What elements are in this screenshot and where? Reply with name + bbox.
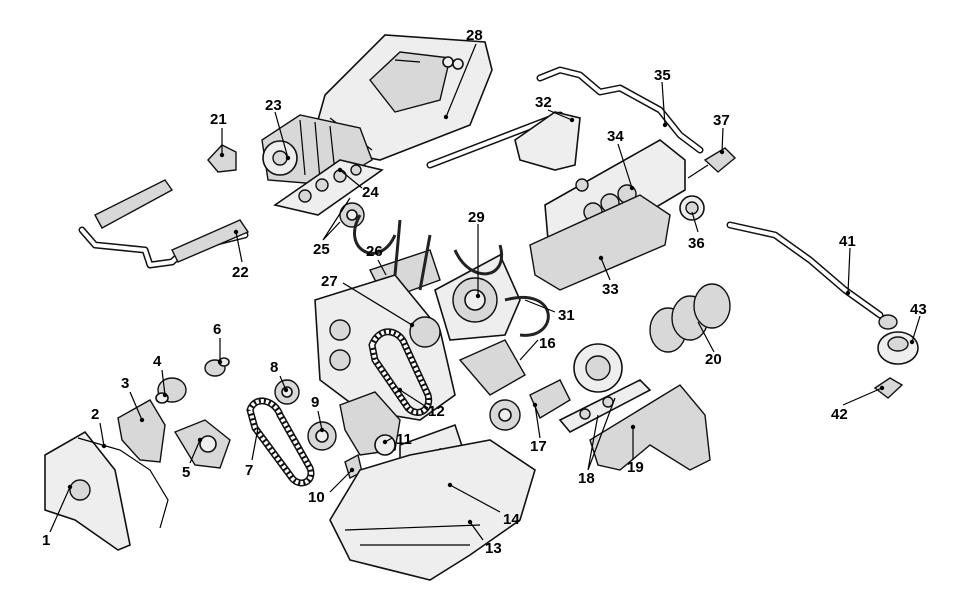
callout-14: 14 (503, 511, 520, 528)
callout-24: 24 (362, 184, 379, 201)
callout-6: 6 (213, 321, 221, 338)
egr-valve (877, 314, 919, 365)
callout-10: 10 (308, 489, 325, 506)
callout-27: 27 (321, 273, 338, 290)
callout-labels: 1 2 3 4 5 6 7 8 9 10 11 12 13 14 16 17 1… (42, 27, 927, 557)
callout-8: 8 (270, 359, 278, 376)
callout-1: 1 (42, 532, 50, 549)
callout-37: 37 (713, 112, 730, 129)
callout-18: 18 (578, 470, 595, 487)
callout-5: 5 (182, 464, 190, 481)
breather-pipe (726, 221, 884, 319)
intake-gasket (273, 159, 384, 216)
alternator-bracket (458, 339, 526, 396)
callout-28: 28 (466, 27, 483, 44)
timing-chain (368, 328, 433, 416)
oil-pump (339, 391, 401, 456)
callout-17: 17 (530, 438, 547, 455)
watermark-logo (353, 214, 550, 337)
callout-12: 12 (428, 403, 445, 420)
callout-42: 42 (831, 406, 848, 423)
sensor-plug (687, 147, 737, 179)
callout-19: 19 (627, 459, 644, 476)
callout-22: 22 (232, 264, 249, 281)
sensor-6 (204, 357, 230, 377)
callout-2: 2 (91, 406, 99, 423)
timing-belt (246, 397, 315, 487)
cylinder-head-cover (529, 194, 671, 291)
callout-36: 36 (688, 235, 705, 252)
exhaust-manifold (573, 343, 711, 471)
callout-26: 26 (366, 243, 383, 260)
callout-25: 25 (313, 241, 330, 258)
crank-pulley (489, 379, 571, 431)
callout-21: 21 (210, 111, 227, 128)
tensioner-bracket (117, 399, 166, 463)
engine-block (314, 274, 456, 421)
idler-pulley (274, 379, 300, 405)
valve-bracket (873, 377, 904, 399)
leader-dots (67, 114, 915, 525)
callout-20: 20 (705, 351, 722, 368)
callout-34: 34 (607, 128, 624, 145)
sensor-4 (155, 377, 187, 404)
callout-16: 16 (539, 335, 556, 352)
timing-cover (44, 430, 131, 551)
exhaust-gasket (558, 379, 652, 434)
air-filter (649, 283, 731, 353)
callout-33: 33 (602, 281, 619, 298)
intake-plenum-cover (317, 34, 493, 161)
callout-41: 41 (839, 233, 856, 250)
callout-11: 11 (396, 431, 412, 448)
fuel-rail (78, 179, 250, 269)
support-bracket (426, 111, 581, 171)
crank-sprocket (307, 421, 337, 451)
callout-13: 13 (485, 540, 502, 557)
callout-3: 3 (121, 375, 129, 392)
callout-7: 7 (245, 462, 253, 479)
callout-32: 32 (535, 94, 552, 111)
leader-lines (49, 43, 921, 541)
callout-9: 9 (311, 394, 319, 411)
callout-43: 43 (910, 301, 927, 318)
callout-35: 35 (654, 67, 671, 84)
sensor-part (207, 144, 237, 173)
cap-part (679, 195, 705, 221)
oil-pan (329, 439, 536, 581)
coolant-pipe (536, 66, 704, 154)
intake-fitting (339, 202, 365, 228)
callout-23: 23 (265, 97, 282, 114)
callout-31: 31 (558, 307, 575, 324)
callout-29: 29 (468, 209, 485, 226)
callout-4: 4 (153, 353, 162, 370)
water-pump (173, 419, 231, 469)
